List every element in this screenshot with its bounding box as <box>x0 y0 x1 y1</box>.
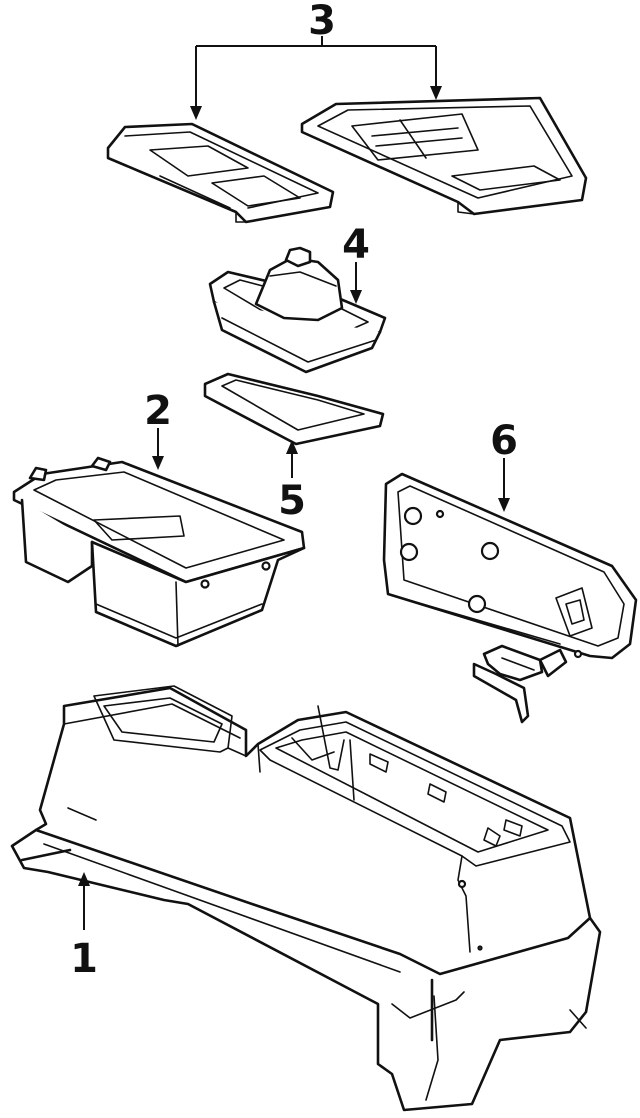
part-2-storage-tray <box>12 456 306 648</box>
callout-4: 4 <box>342 222 370 268</box>
callout-2: 2 <box>144 388 172 434</box>
leader-6 <box>498 458 510 512</box>
leader-3 <box>190 36 442 120</box>
part-3-right-bezel <box>300 96 588 216</box>
part-4-shift-boot <box>208 246 387 374</box>
callout-3: 3 <box>308 0 336 44</box>
part-6-console-lid <box>382 472 638 724</box>
part-3-left-bezel <box>106 122 335 224</box>
callout-5: 5 <box>278 478 306 524</box>
leader-1 <box>78 872 90 930</box>
leader-4 <box>350 262 362 304</box>
callout-1: 1 <box>70 936 98 982</box>
part-5-gasket <box>203 372 385 446</box>
leader-5 <box>286 440 298 478</box>
part-1-console-body <box>10 685 602 1112</box>
callout-6: 6 <box>490 418 518 464</box>
leader-2 <box>152 428 164 470</box>
